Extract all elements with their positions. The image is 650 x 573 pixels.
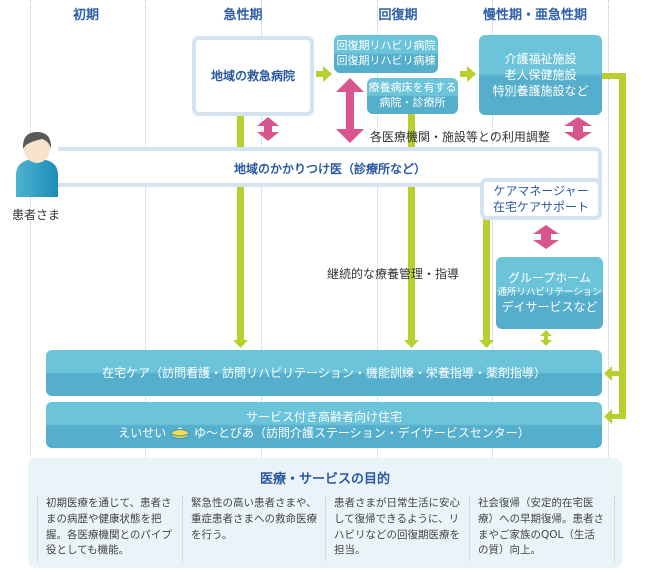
double-arrow-icon xyxy=(264,126,272,132)
down-arrow-icon xyxy=(404,340,419,348)
flow-line xyxy=(619,73,626,418)
flow-line xyxy=(597,73,626,79)
coordination-label: 各医療機関・施設等との利用調整 xyxy=(370,130,550,144)
purpose-section: 医療・サービスの目的 初期医療を通じて、患者さまの病歴や健康状態を把握。各医療機… xyxy=(28,458,622,568)
care-facilities-line3: 特別養護施設など xyxy=(492,84,589,99)
column-divider xyxy=(37,496,38,562)
right-arrow-icon xyxy=(460,71,468,77)
double-arrow-icon xyxy=(541,234,551,240)
double-arrow-icon xyxy=(533,225,559,234)
care-manager-line1: ケアマネージャー xyxy=(493,183,589,198)
care-facilities-box: 介護福祉施設 老人保健施設 特別養護施設など xyxy=(479,35,602,115)
rehab-hospital-box: 回復期リハビリ病院 回復期リハビリ病棟 xyxy=(334,35,438,73)
left-arrow-icon xyxy=(604,366,612,381)
recuperation-hospital-box: 療養病床を有する 病院・診療所 xyxy=(367,78,458,114)
down-arrow-icon xyxy=(233,340,248,348)
double-arrow-icon xyxy=(573,126,583,132)
care-facilities-line2: 老人保健施設 xyxy=(504,67,577,82)
left-arrow-icon xyxy=(612,371,626,376)
group-home-line1: グループホーム xyxy=(508,271,591,286)
patient-person-icon xyxy=(16,132,58,197)
right-arrow-icon xyxy=(316,71,324,77)
rehab-hospital-line2: 回復期リハビリ病棟 xyxy=(336,54,436,67)
emergency-hospital-box: 地域の救急病院 xyxy=(192,36,314,116)
continuous-care-label: 継続的な療養管理・指導 xyxy=(327,267,460,281)
rehab-hospital-line1: 回復期リハビリ病院 xyxy=(336,39,436,53)
home-care-label: 在宅ケア（訪問看護・訪問リハビリテーション・機能訓練・栄養指導・薬剤指導） xyxy=(102,365,546,380)
group-home-box: グループホーム 通所リハビリテーション デイサービスなど xyxy=(496,257,603,329)
emergency-hospital-label: 地域の救急病院 xyxy=(210,68,295,83)
double-arrow-icon xyxy=(540,340,552,346)
double-arrow-icon xyxy=(346,92,354,129)
purpose-recovery: 患者さまが日常生活に安心して復帰できるように、リハビリなどの回復期医療を担当。 xyxy=(334,497,460,557)
care-manager-box: ケアマネージャー 在宅ケアサポート xyxy=(480,178,602,220)
phase-chronic: 慢性期・亜急性期 xyxy=(482,8,587,23)
whale-logo-icon xyxy=(170,427,190,439)
brand-prefix: えいせい xyxy=(118,426,167,440)
care-manager-line2: 在宅ケアサポート xyxy=(492,200,589,214)
home-care-bar: 在宅ケア（訪問看護・訪問リハビリテーション・機能訓練・栄養指導・薬剤指導） xyxy=(46,350,602,396)
left-arrow-icon xyxy=(612,414,626,419)
down-arrow-icon xyxy=(479,340,494,348)
family-doctor-label: 地域のかかりつけ医（診療所など） xyxy=(233,162,427,176)
column-divider xyxy=(492,0,493,458)
group-home-line2: 通所リハビリテーション xyxy=(497,286,602,298)
recuperation-line1: 療養病床を有する xyxy=(368,81,457,95)
double-arrow-icon xyxy=(564,117,592,126)
patient-label: 患者さま xyxy=(12,208,61,222)
column-divider xyxy=(182,496,183,562)
group-home-line3: デイサービスなど xyxy=(501,300,598,315)
column-divider xyxy=(145,0,146,458)
senior-housing-line1: サービス付き高齢者向け住宅 xyxy=(245,409,402,424)
purpose-initial: 初期医療を通じて、患者さまの病歴や健康状態を把握。各医療機関とのパイプ役としても… xyxy=(46,497,172,557)
purpose-acute: 緊急性の高い患者さまや、重症患者さまへの救命医療を行う。 xyxy=(191,497,317,541)
flow-line xyxy=(237,113,244,343)
recuperation-line2: 病院・診療所 xyxy=(379,96,446,109)
right-arrow-icon xyxy=(467,66,476,82)
column-divider xyxy=(614,496,615,562)
senior-housing-bar: サービス付き高齢者向け住宅 えいせい ゆ～とぴあ（訪問介護ステーション・デイサー… xyxy=(46,402,602,448)
column-divider xyxy=(261,0,262,462)
column-divider xyxy=(469,496,470,562)
flow-line xyxy=(408,113,415,343)
column-divider xyxy=(608,0,609,458)
brand-suffix: ゆ～とぴあ（訪問介護ステーション・デイサービスセンター） xyxy=(193,426,530,440)
senior-housing-line2: えいせい ゆ～とぴあ（訪問介護ステーション・デイサービスセンター） xyxy=(118,425,529,441)
double-arrow-icon xyxy=(257,117,279,126)
double-arrow-icon xyxy=(540,330,552,336)
purpose-title: 医療・サービスの目的 xyxy=(259,472,390,487)
column-divider xyxy=(30,0,31,458)
column-divider xyxy=(377,0,378,462)
left-arrow-icon xyxy=(604,409,612,424)
care-facilities-line1: 介護福祉施設 xyxy=(504,51,577,66)
double-arrow-icon xyxy=(336,129,364,143)
column-divider xyxy=(325,496,326,562)
double-arrow-icon xyxy=(257,132,279,141)
double-arrow-icon xyxy=(533,240,559,249)
double-arrow-icon xyxy=(564,132,592,141)
phase-recovery: 回復期 xyxy=(378,8,418,23)
flow-line xyxy=(483,218,490,343)
double-arrow-icon xyxy=(544,336,548,340)
phase-initial: 初期 xyxy=(72,8,99,23)
double-arrow-icon xyxy=(336,78,364,92)
purpose-chronic: 社会復帰（安定的在宅医療）への早期復帰。患者さまやご家族のQOL（生活の質）向上… xyxy=(478,497,604,557)
phase-acute: 急性期 xyxy=(223,8,263,23)
right-arrow-icon xyxy=(323,66,332,82)
